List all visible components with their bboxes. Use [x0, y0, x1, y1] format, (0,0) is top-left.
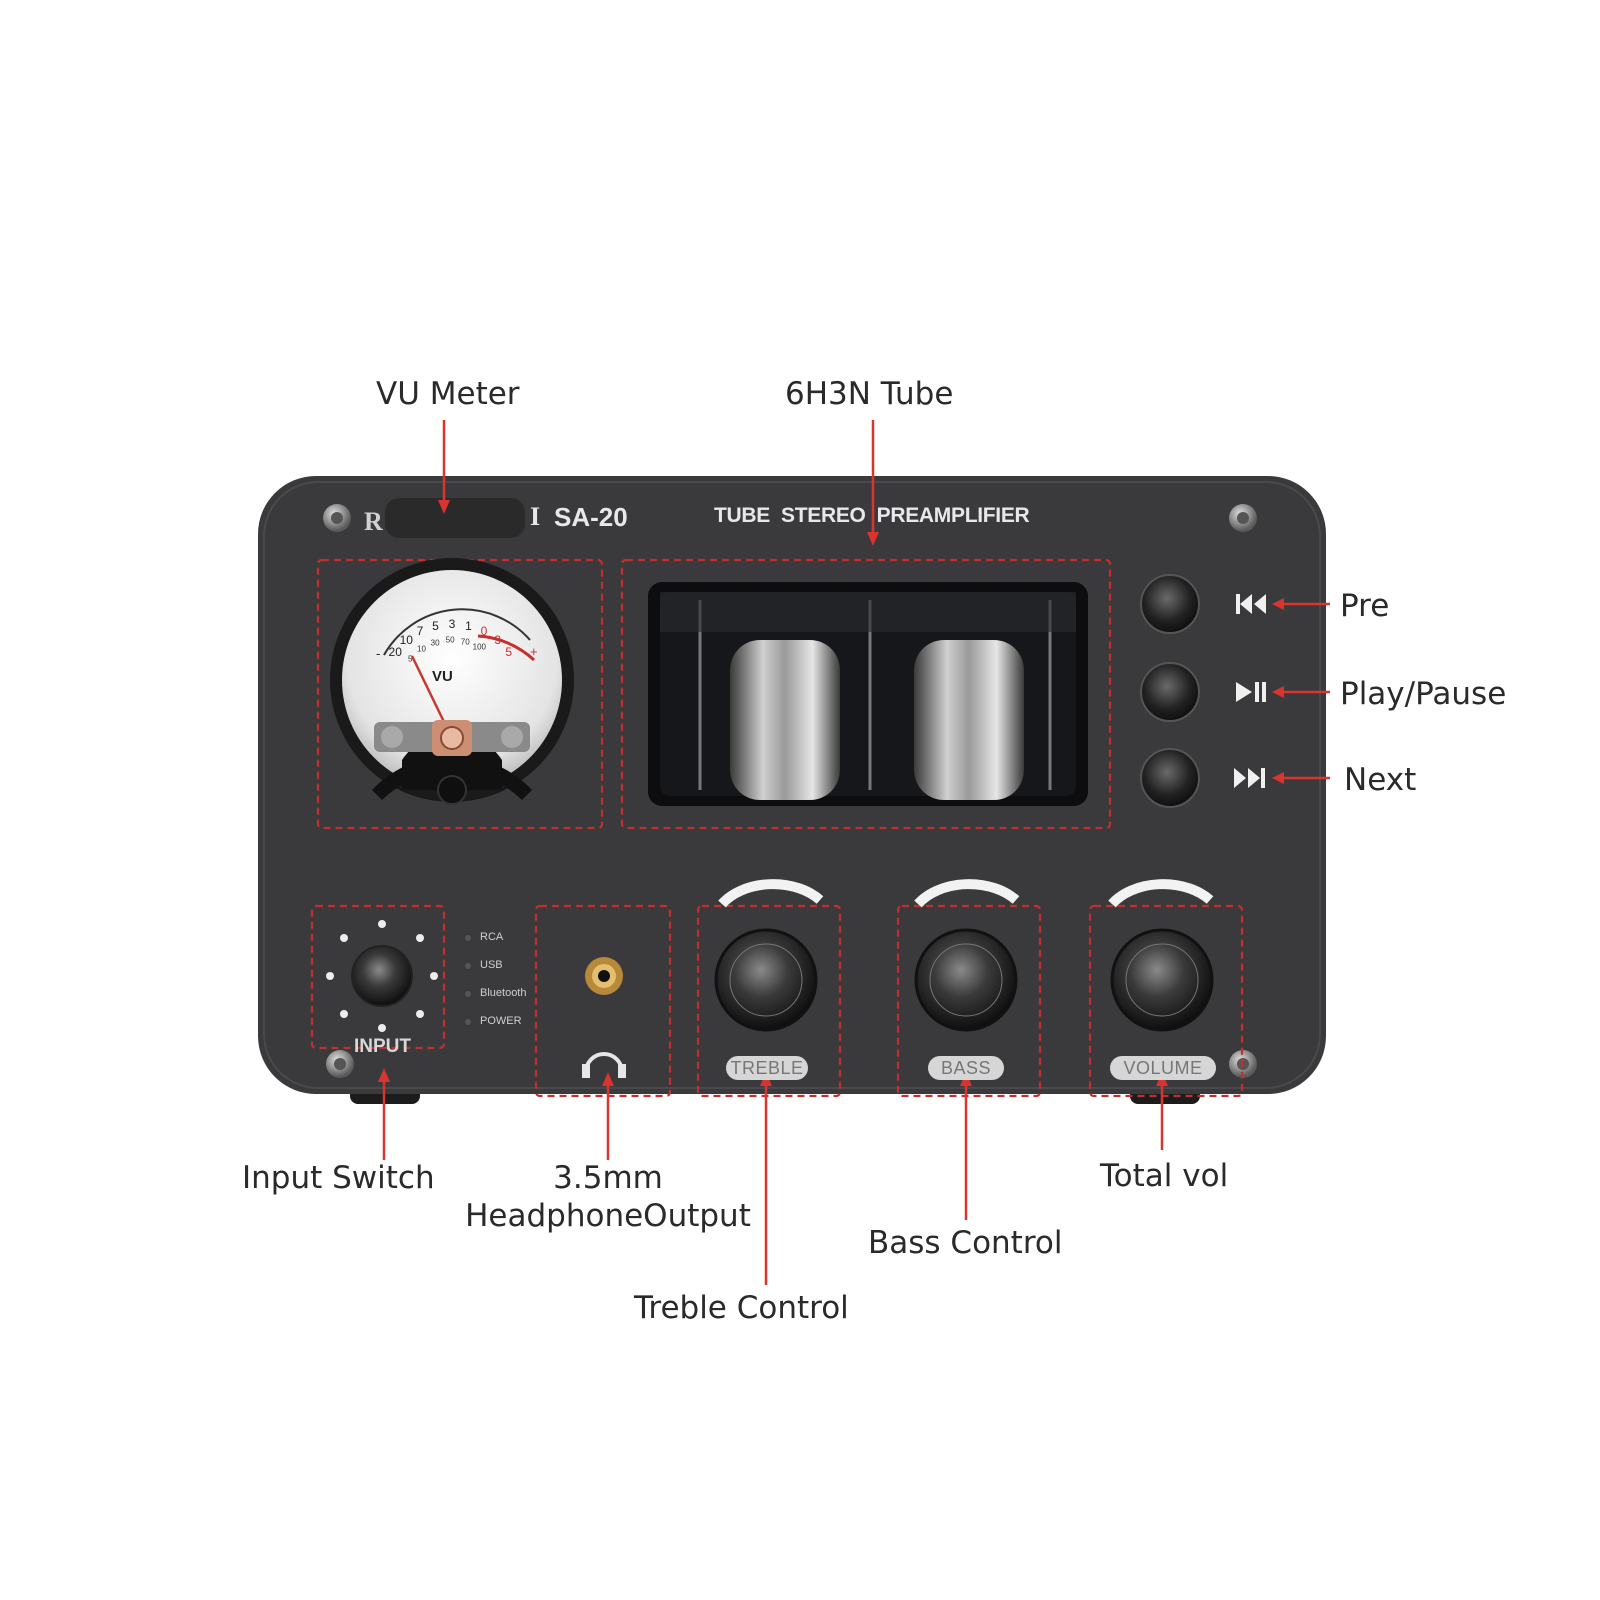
led-label-bluetooth: Bluetooth — [480, 987, 527, 999]
callout-arrows — [378, 420, 1330, 1285]
skip-back-icon — [1236, 594, 1266, 614]
vu-scale-pct-label: 100 — [472, 642, 486, 652]
transport-buttons — [1140, 574, 1200, 808]
transport-icons — [1234, 594, 1266, 788]
vu-scale-db-label: 3 — [448, 617, 456, 631]
brand-redaction — [385, 498, 525, 538]
callout-play-pause: Play/Pause — [1340, 676, 1507, 712]
bass-knob[interactable] — [914, 928, 1018, 1032]
led-label-usb: USB — [480, 959, 503, 971]
volume-knob[interactable] — [1110, 928, 1214, 1032]
vu-scale-db-label: 5 — [432, 618, 439, 633]
skip-forward-icon — [1234, 768, 1265, 788]
vu-label: VU — [432, 668, 453, 685]
callout-headphone-line2: HeadphoneOutput — [465, 1198, 751, 1234]
vu-scale-db-label: 20 — [388, 645, 402, 660]
callout-next: Next — [1344, 762, 1417, 798]
brand-suffix: I — [530, 502, 541, 531]
input-switch — [326, 920, 438, 1032]
callout-bass-control: Bass Control — [868, 1225, 1063, 1261]
knob-scale-arcs — [718, 879, 1214, 908]
model-name: SA-20 — [554, 502, 628, 532]
status-leds — [465, 935, 471, 1025]
vu-scale-pct-label: 50 — [445, 635, 455, 645]
vu-scale-pct-label: 70 — [460, 637, 470, 647]
vu-meter — [330, 558, 574, 805]
vu-scale-db-label: 3 — [494, 633, 502, 648]
callout-tube: 6H3N Tube — [785, 376, 954, 412]
next-button[interactable] — [1140, 748, 1200, 808]
play-pause-button[interactable] — [1140, 662, 1200, 722]
vu-scale-pct-label: 5 — [407, 654, 413, 664]
pre-button[interactable] — [1140, 574, 1200, 634]
vu-minus-sign: - — [376, 646, 381, 661]
callout-input-switch: Input Switch — [242, 1160, 435, 1196]
vu-scale-db-label: 10 — [399, 633, 413, 648]
dashed-outlines — [310, 558, 1244, 1098]
led-label-power: POWER — [480, 1015, 522, 1027]
vu-scale-db-label: 5 — [505, 645, 513, 660]
volume-pill-label: VOLUME — [1110, 1056, 1216, 1080]
led-label-rca: RCA — [480, 931, 504, 943]
callout-vu-meter: VU Meter — [376, 376, 520, 412]
tube-left — [730, 640, 840, 800]
vu-scale-db-label: 7 — [416, 624, 424, 639]
callout-headphone-line1: 3.5mm — [553, 1160, 663, 1196]
vu-scale-pct-label: 30 — [430, 638, 440, 648]
headphone-jack — [585, 957, 623, 995]
input-label: INPUT — [354, 1036, 411, 1057]
headphone-icon — [582, 1052, 626, 1078]
vu-scale-db-label: 0 — [480, 624, 488, 639]
product-subtitle: TUBE STEREO PREAMPLIFIER — [714, 504, 1030, 527]
callout-pre: Pre — [1340, 588, 1390, 624]
tube-right — [914, 640, 1024, 800]
vu-scale-db-label: 1 — [465, 618, 472, 633]
callout-treble-control: Treble Control — [634, 1290, 849, 1326]
vu-scale-pct-label: 10 — [417, 644, 426, 654]
play-pause-icon — [1236, 682, 1266, 702]
input-knob[interactable] — [351, 945, 413, 1007]
bass-pill-label: BASS — [928, 1056, 1004, 1080]
tube-window — [648, 582, 1088, 806]
vu-plus-sign: + — [530, 644, 538, 659]
callout-total-vol: Total vol — [1100, 1158, 1229, 1194]
svg-text:R: R — [364, 507, 383, 536]
treble-knob[interactable] — [714, 928, 818, 1032]
treble-pill-label: TREBLE — [726, 1056, 808, 1080]
